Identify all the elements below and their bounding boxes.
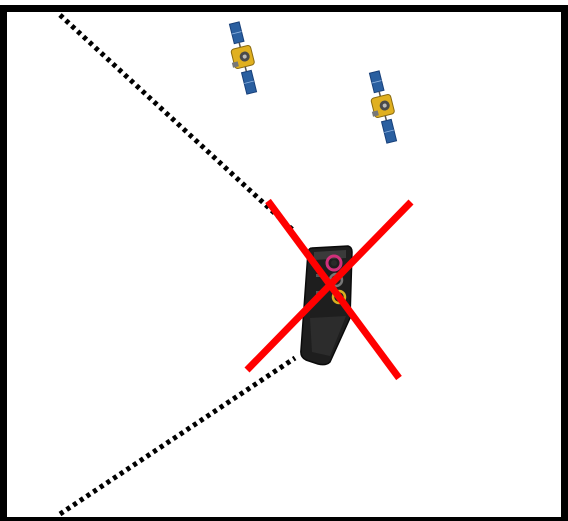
frame-border [4,9,565,521]
